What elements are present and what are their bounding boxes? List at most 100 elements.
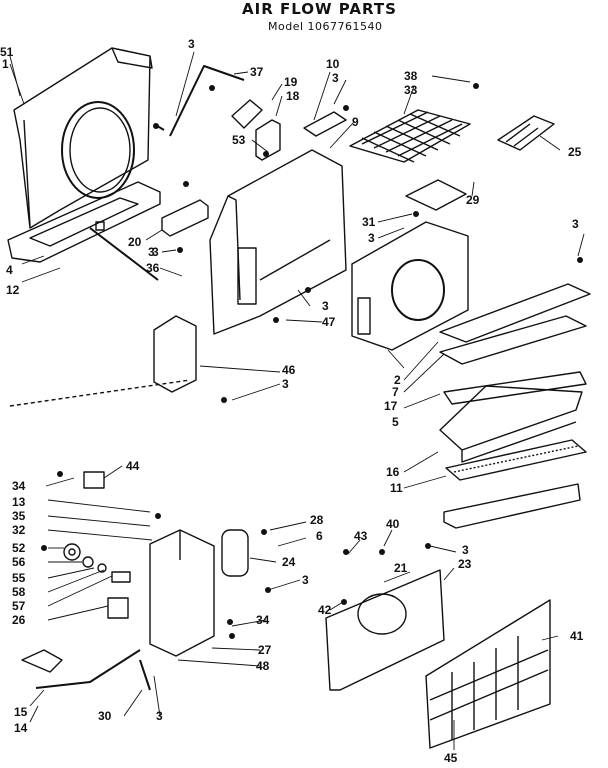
callout-25: 25 <box>568 145 582 159</box>
callout-23: 23 <box>458 557 472 571</box>
callout-47: 47 <box>322 315 336 329</box>
callout-11: 11 <box>390 481 403 495</box>
callout-3-k: 3 <box>156 709 163 723</box>
callout-26: 26 <box>12 613 26 627</box>
callout-3-c: 3 <box>368 231 375 245</box>
callout-51: 51 <box>0 45 14 59</box>
callout-30: 30 <box>98 709 112 723</box>
callout-4: 4 <box>6 263 13 277</box>
diagram-title: AIR FLOW PARTS <box>242 0 397 18</box>
callout-3-d: 3 <box>572 217 579 231</box>
clip-19 <box>231 99 263 129</box>
small-bracket-20 <box>161 199 209 237</box>
callout-53: 53 <box>232 133 246 147</box>
callout-29: 29 <box>466 193 480 207</box>
rod-37 <box>153 65 245 137</box>
callout-35: 35 <box>12 509 26 523</box>
callout-20: 20 <box>128 235 142 249</box>
callout-46: 46 <box>282 363 296 377</box>
control-panel-35 <box>149 529 215 657</box>
callout-18: 18 <box>286 89 300 103</box>
pan-5 <box>443 371 587 405</box>
callout-6: 6 <box>316 529 323 543</box>
callout-9: 9 <box>352 115 359 129</box>
callout-5: 5 <box>392 415 399 429</box>
callout-7: 7 <box>392 385 399 399</box>
callout-28: 28 <box>310 513 324 527</box>
callout-31: 31 <box>362 215 376 229</box>
callout-38: 38 <box>404 69 418 83</box>
callout-33: 33 <box>404 83 418 97</box>
switch-57 <box>111 571 131 583</box>
callout-34-b: 34 <box>256 613 270 627</box>
leader-lines <box>9 51 585 750</box>
wire-30 <box>139 659 151 691</box>
callout-48: 48 <box>256 659 270 673</box>
frame-23 <box>325 569 445 691</box>
callout-43: 43 <box>354 529 368 543</box>
callout-14: 14 <box>14 721 28 735</box>
fasteners <box>41 83 583 639</box>
callout-24: 24 <box>282 555 296 569</box>
control-plate-25 <box>497 115 555 151</box>
callout-45: 45 <box>444 751 458 765</box>
callout-55: 55 <box>12 571 26 585</box>
callout-15: 15 <box>14 705 28 719</box>
condenser-shroud <box>351 221 469 351</box>
callout-40: 40 <box>386 517 400 531</box>
evaporator-coil-16 <box>439 385 583 463</box>
callout-17: 17 <box>384 399 398 413</box>
callout-56: 56 <box>12 555 26 569</box>
drain-pan-7 <box>439 315 587 365</box>
top-tray-plate <box>439 283 591 343</box>
knob-56 <box>63 543 81 561</box>
callout-1: 1 <box>2 57 9 71</box>
callout-19: 19 <box>284 75 298 89</box>
model-prefix: Model <box>268 20 304 33</box>
callout-32: 32 <box>12 523 26 537</box>
grille-33 <box>349 109 471 163</box>
bracket-29 <box>405 179 467 211</box>
partition-41 <box>425 599 551 749</box>
callout-21: 21 <box>394 561 408 575</box>
callout-27: 27 <box>258 643 272 657</box>
callout-41: 41 <box>570 629 584 643</box>
callout-3-e: 3 <box>152 245 159 259</box>
callout-58: 58 <box>12 585 26 599</box>
bulkhead-9 <box>209 149 347 335</box>
callout-57: 57 <box>12 599 26 613</box>
model-number: 1067761540 <box>307 20 383 33</box>
washer-55 <box>82 556 94 568</box>
switch-26 <box>107 597 129 619</box>
callout-3-top: 3 <box>188 37 195 51</box>
motor-mount-18 <box>255 119 281 161</box>
callout-12: 12 <box>6 283 20 297</box>
callout-34-a: 34 <box>12 479 26 493</box>
callout-37: 37 <box>250 65 264 79</box>
callout-16: 16 <box>386 465 400 479</box>
callout-3-h: 3 <box>282 377 289 391</box>
callout-3-i: 3 <box>302 573 309 587</box>
washer-58 <box>97 563 107 573</box>
callout-3-g: 3 <box>322 299 329 313</box>
bracket-plate-46 <box>153 315 197 393</box>
callout-36: 36 <box>146 261 160 275</box>
power-cord-15 <box>21 649 141 689</box>
callout-44: 44 <box>126 459 140 473</box>
base-pan-rail <box>7 181 161 281</box>
callout-3-f: 3 <box>148 245 155 259</box>
callout-2: 2 <box>394 373 401 387</box>
filter-frame <box>443 483 581 529</box>
callout-52: 52 <box>12 541 26 555</box>
fan-shroud-panel <box>13 47 153 229</box>
callout-10: 10 <box>326 57 340 71</box>
callout-13: 13 <box>12 495 26 509</box>
callout-3-b: 3 <box>332 71 339 85</box>
filter-11 <box>445 439 587 481</box>
callout-3-j: 3 <box>462 543 469 557</box>
capacitor-24 <box>221 529 249 577</box>
bracket-10 <box>303 111 347 137</box>
callout-42: 42 <box>318 603 332 617</box>
